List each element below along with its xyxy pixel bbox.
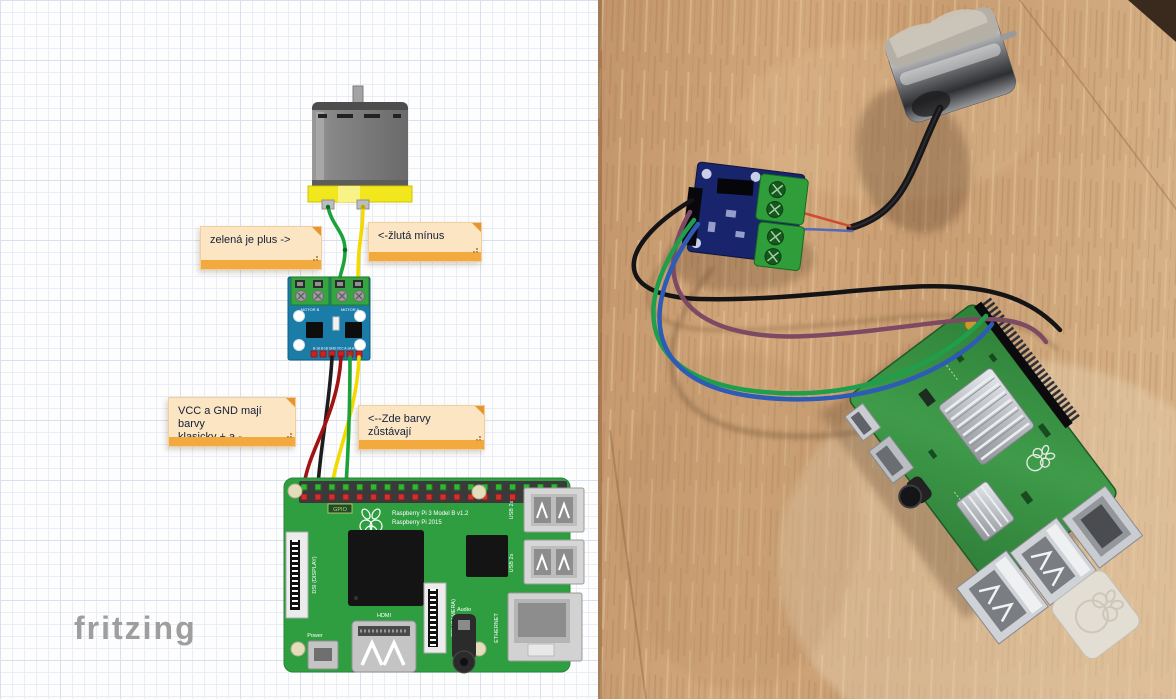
terminal-block-motor-b: [290, 276, 330, 306]
pi-title-line2: Raspberry Pi 2015: [392, 520, 442, 526]
hdmi-photo: [868, 435, 915, 485]
white-usb-dongle: [1051, 570, 1140, 660]
usb-stack-upper-photo: [1009, 517, 1097, 607]
note-fold-corner: [312, 227, 321, 236]
motor-body: [312, 110, 408, 188]
usb-bottom-label: USB 2x: [509, 553, 515, 572]
motor-wires: [325, 204, 366, 284]
motor-a-label: MOTOR A: [341, 307, 360, 312]
plank-seam: [609, 429, 647, 699]
photo-left-edge: [598, 0, 602, 699]
pi-title-line1: Raspberry Pi 3 Model B v1.2: [392, 511, 469, 517]
raspberry-logo-silkscreen: [1026, 444, 1056, 472]
note-vcc-gnd-colors: VCC a GND mají barvy klasicky + a -: [168, 397, 296, 447]
note-text-line1: VCC a GND mají barvy: [178, 405, 262, 430]
audio-jack: [452, 614, 476, 674]
motor-b-label: MOTOR B: [301, 307, 320, 312]
terminal-block-motor-a: [330, 276, 370, 306]
note-resize-grip: [290, 433, 292, 435]
driver-terminal-upper: [755, 173, 809, 226]
note-resize-grip: [476, 248, 478, 250]
motor-vent-slots: [318, 114, 401, 118]
driver-ic-1: [306, 322, 323, 338]
raspberry-pi-board: GPIO Raspberry Pi 3 Model B v1.2 Raspber…: [283, 477, 585, 674]
gpio-header-photo: [974, 301, 1073, 429]
wire-green-signal: [344, 355, 352, 488]
note-text: zelená je plus ->: [210, 234, 291, 246]
jumper-wires: [631, 197, 1063, 402]
cpu-heatsink: [938, 368, 1034, 465]
driver-pin-labels: B-1A B-1B GND VCC A-1A A-1B: [313, 347, 359, 351]
hardware-photo: [598, 0, 1176, 699]
jumper-green: [651, 217, 989, 396]
motor-photo-shaft: [999, 30, 1017, 41]
motor-driver-board: MOTOR B MOTOR A B-1A B-1B GND VCC A-1A A…: [287, 276, 371, 361]
note-text: <-žlutá mínus: [378, 230, 445, 242]
note-resize-grip: [316, 256, 318, 258]
note-fold-corner: [472, 223, 481, 232]
jumper-black: [631, 197, 1063, 333]
micro-usb-power: [307, 640, 339, 670]
note-green-is-plus: zelená je plus ->: [200, 226, 322, 270]
ethernet-photo: [1061, 485, 1144, 569]
driver-mounting-holes: [293, 310, 366, 351]
pi-mounting-holes: [287, 483, 487, 657]
audio-label: Audio: [457, 607, 471, 613]
glue-residue: [889, 9, 988, 58]
ethernet-port: [507, 592, 583, 662]
note-fold-corner: [286, 398, 295, 407]
note-bottom-bar: [201, 260, 321, 269]
wire-yellow-signal: [330, 355, 361, 488]
note-resize-grip: [479, 436, 481, 438]
wire-green-motor: [326, 205, 347, 284]
usb-lan-chip: [466, 535, 508, 577]
usb-port-top: [523, 487, 585, 533]
driver-terminal-lower: [753, 221, 805, 271]
jumper-blue: [657, 221, 995, 402]
motor-driver-photo: [681, 161, 809, 271]
note-text: <--Zde barvy zůstávají: [368, 413, 431, 438]
gpio-label: GPIO: [333, 507, 347, 513]
power-label: Power: [307, 633, 323, 639]
diagram-canvas: MOTOR B MOTOR A B-1A B-1B GND VCC A-1A A…: [283, 85, 585, 674]
usb-port-bottom: [523, 539, 585, 585]
fritzing-diagram-panel: MOTOR B MOTOR A B-1A B-1B GND VCC A-1A A…: [0, 0, 598, 699]
driver-ic-2: [345, 322, 362, 338]
audio-jack-photo: [898, 476, 932, 509]
soc-chip: [348, 530, 424, 606]
plank-seam: [1018, 0, 1176, 211]
dc-motor-photo: [884, 7, 1017, 123]
hdmi-label: HDMI: [377, 613, 392, 619]
note-bottom-bar: [359, 440, 484, 449]
gpio-pins-photo: [979, 295, 1081, 425]
fritzing-watermark: fritzing: [74, 610, 197, 646]
wire-bendpoint: [342, 247, 348, 253]
note-fold-corner: [475, 406, 484, 415]
wire-red-vcc: [302, 355, 343, 488]
dsi-label: DSI (DISPLAY): [312, 556, 318, 593]
micro-usb-photo: [844, 402, 882, 442]
driver-to-pi-wires: [301, 355, 361, 490]
note-yellow-is-minus: <-žlutá mínus: [368, 222, 482, 262]
gpio-label-box: [327, 503, 353, 514]
dark-object-corner: [1128, 0, 1176, 42]
usb-top-label: USB 2x: [509, 500, 515, 519]
ethernet-label: ETHERNET: [494, 613, 500, 643]
note-bottom-bar: [169, 437, 295, 446]
usb-stack-lower-photo: [955, 550, 1049, 645]
wire-yellow-motor: [356, 205, 365, 284]
note-colors-stay: <--Zde barvy zůstávají: [358, 405, 485, 450]
driver-photo-ic: [716, 178, 754, 196]
dc-motor: [307, 85, 413, 210]
jumper-purple: [671, 209, 1049, 345]
hdmi-port: [351, 620, 417, 673]
usb-chip-heatsink: [956, 481, 1015, 542]
driver-led: [332, 316, 340, 331]
note-bottom-bar: [369, 252, 481, 261]
